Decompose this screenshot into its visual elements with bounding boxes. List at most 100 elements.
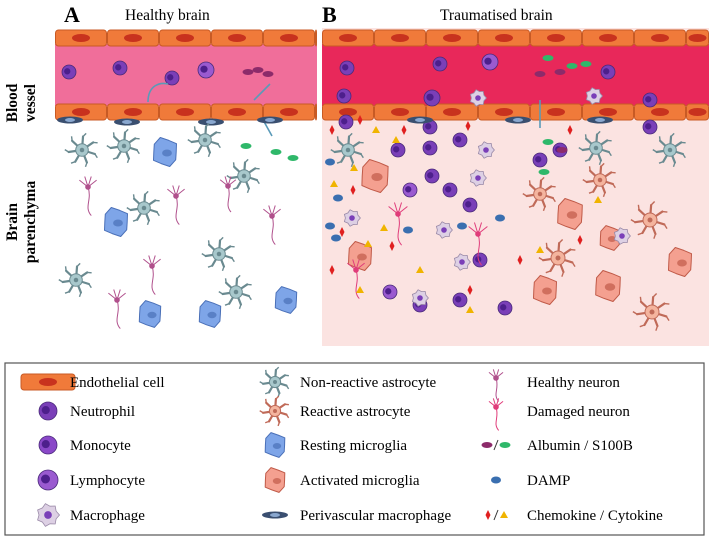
albumin-icon xyxy=(556,147,568,153)
endothelial-cell xyxy=(582,29,634,47)
resting-microglia-icon xyxy=(138,300,162,328)
endothelial-cell xyxy=(315,29,317,47)
non-reactive-astrocyte-icon xyxy=(126,190,160,226)
damaged-neuron-icon xyxy=(488,398,504,431)
healthy-neuron-icon xyxy=(488,369,504,402)
s100b-icon xyxy=(542,55,554,61)
legend-label-monocyte: Monocyte xyxy=(70,438,131,454)
cytokine-icon xyxy=(594,196,602,203)
legend-label-healthy-neuron: Healthy neuron xyxy=(527,375,620,391)
damaged-neuron-icon xyxy=(468,222,488,266)
cytokine-icon xyxy=(536,246,544,253)
perivascular-macrophage-icon xyxy=(198,118,224,126)
activated-microglia-icon xyxy=(264,467,286,493)
s100b-icon xyxy=(542,139,554,145)
cytokine-icon xyxy=(330,180,338,187)
albumin-icon xyxy=(262,71,274,77)
healthy-neuron-icon xyxy=(143,255,161,295)
perivascular-macrophage-icon xyxy=(262,511,288,519)
s100b-icon xyxy=(566,63,578,69)
chemokine-icon xyxy=(567,125,573,135)
legend-label-reactive-astrocyte: Reactive astrocyte xyxy=(300,404,411,420)
chemokine-icon xyxy=(517,255,523,265)
neutrophil-icon xyxy=(642,119,658,135)
chemokine-cytokine-icon xyxy=(485,509,508,521)
reactive-astrocyte-icon xyxy=(259,395,290,427)
non-reactive-astrocyte-icon xyxy=(201,236,235,272)
neutrophil-icon xyxy=(338,114,354,130)
legend-label-resting-microglia: Resting microglia xyxy=(300,438,407,454)
reactive-astrocyte-icon xyxy=(582,162,616,198)
legend-label-lymphocyte: Lymphocyte xyxy=(70,473,145,489)
macrophage-icon xyxy=(469,89,487,107)
reactive-astrocyte-icon xyxy=(632,292,670,331)
non-reactive-astrocyte-icon xyxy=(226,158,260,194)
chemokine-icon xyxy=(577,235,583,245)
chemokine-icon xyxy=(467,285,473,295)
legend-label-damaged-neuron: Damaged neuron xyxy=(527,404,630,420)
damp-icon xyxy=(491,476,501,484)
monocyte-icon xyxy=(38,435,58,455)
neutrophil-icon xyxy=(452,292,468,308)
neutrophil-icon xyxy=(61,64,77,80)
cytokine-icon xyxy=(364,240,372,247)
endothelial-cell xyxy=(159,29,211,47)
endothelial-cell xyxy=(322,29,374,47)
activated-microglia-icon xyxy=(668,247,692,277)
neutrophil-icon xyxy=(497,300,513,316)
monocyte-icon xyxy=(642,92,658,108)
endothelial-cell xyxy=(478,103,530,121)
damp-icon xyxy=(403,226,413,234)
lymphocyte-icon xyxy=(37,469,59,491)
chemokine-icon xyxy=(350,185,356,195)
endothelial-cell xyxy=(634,29,686,47)
endothelial-cell xyxy=(374,103,426,121)
legend-label-albumin-s100b: Albumin / S100B xyxy=(527,438,633,454)
migration-arrow xyxy=(147,82,169,103)
reactive-astrocyte-icon xyxy=(522,176,556,212)
perivascular-macrophage-icon xyxy=(587,116,613,124)
lymphocyte-icon xyxy=(197,61,215,79)
macrophage-icon xyxy=(411,289,429,307)
endothelial-cell xyxy=(582,103,634,121)
endothelial-cell xyxy=(159,103,211,121)
endothelial-cell xyxy=(315,103,317,121)
albumin-s100b-icon xyxy=(481,439,511,451)
cytokine-icon xyxy=(500,511,508,518)
endothelial-cell xyxy=(686,103,709,121)
perivascular-macrophage-icon xyxy=(114,118,140,126)
macrophage-icon xyxy=(613,227,631,245)
endothelial-cell xyxy=(55,103,107,121)
reactive-astrocyte-icon xyxy=(538,238,576,277)
s100b-icon xyxy=(240,143,252,149)
albumin-icon xyxy=(481,442,493,448)
blood-vessel-label-line1: Blood xyxy=(4,83,21,122)
albumin-icon xyxy=(534,71,546,77)
legend-box xyxy=(4,362,705,536)
macrophage-icon xyxy=(469,169,487,187)
resting-microglia-icon xyxy=(153,137,177,167)
macrophage-icon xyxy=(585,87,603,105)
s100b-icon xyxy=(287,155,299,161)
endothelial-cell xyxy=(426,29,478,47)
neutrophil-icon xyxy=(422,119,438,135)
neutrophil-icon xyxy=(336,88,352,104)
non-reactive-astrocyte-icon xyxy=(259,366,290,398)
neutrophil-icon xyxy=(339,60,355,76)
neutrophil-icon xyxy=(164,70,180,86)
damp-icon xyxy=(331,234,341,242)
macrophage-icon xyxy=(343,209,361,227)
non-reactive-astrocyte-icon xyxy=(218,274,252,310)
endothelial-cell xyxy=(211,29,263,47)
s100b-icon xyxy=(538,169,550,175)
cytokine-icon xyxy=(466,306,474,313)
legend-label-perivascular-macrophage: Perivascular macrophage xyxy=(300,508,452,524)
perivascular-macrophage-icon xyxy=(257,116,283,124)
healthy-neuron-icon xyxy=(219,176,237,213)
legend-label-damp: DAMP xyxy=(527,473,570,489)
macrophage-icon xyxy=(37,503,61,527)
healthy-neuron-icon xyxy=(108,289,126,329)
macrophage-icon xyxy=(453,253,471,271)
endothelial-cell xyxy=(634,103,686,121)
monocyte-icon xyxy=(600,64,616,80)
